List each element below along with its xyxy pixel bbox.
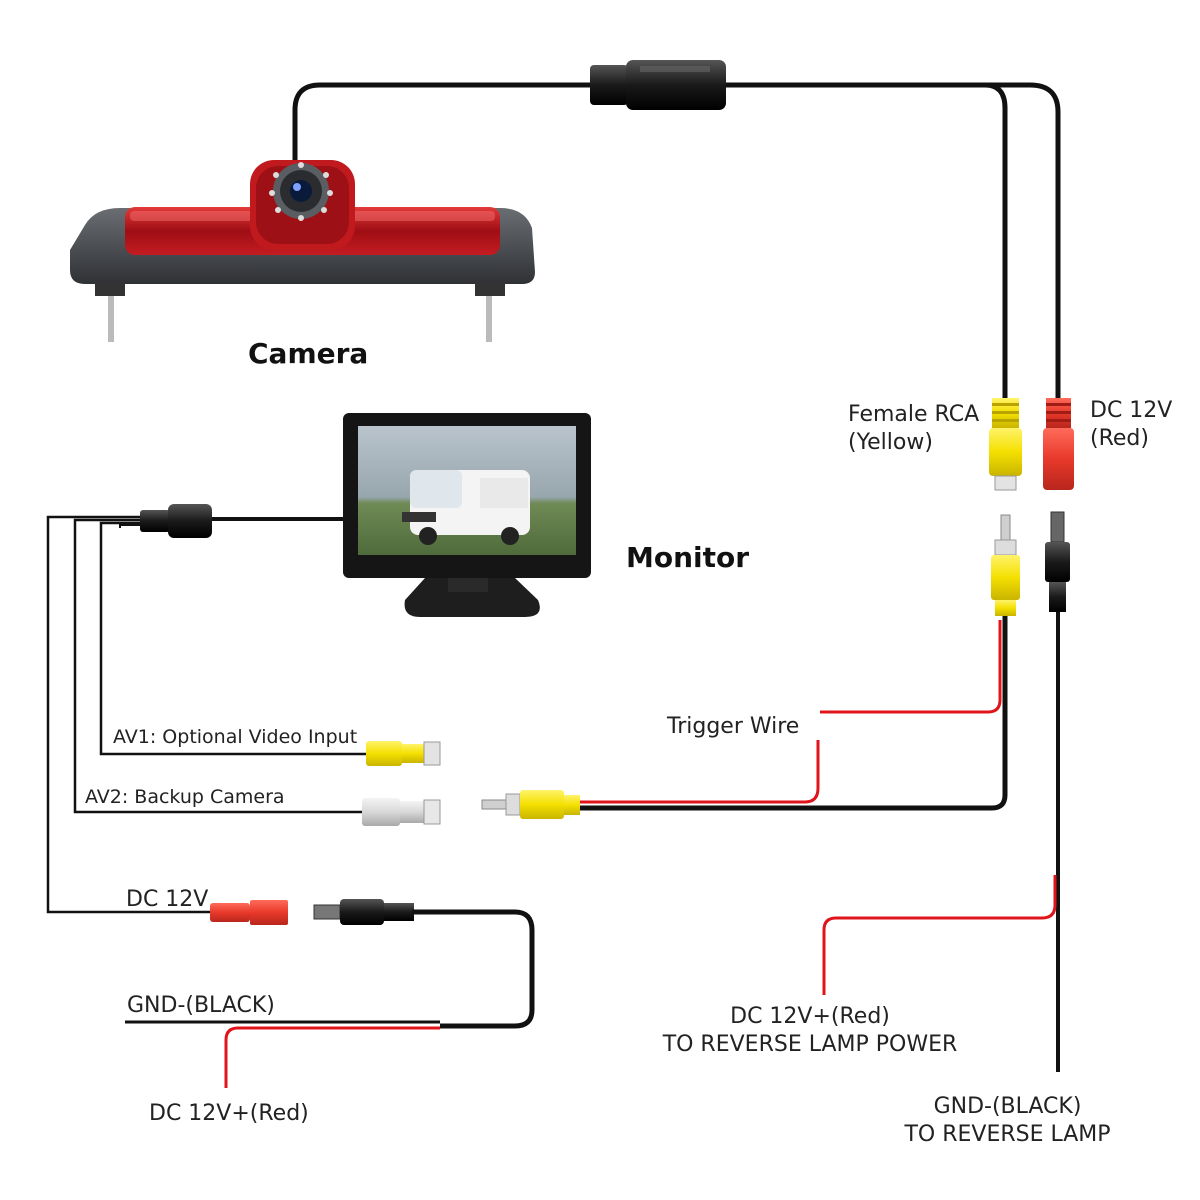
video-cable-to-monitor: [578, 616, 1008, 811]
trigger-wire-label: Trigger Wire: [667, 714, 800, 739]
camera-label: Camera: [248, 337, 369, 370]
harness-wire-av1: [99, 521, 368, 756]
dc12v-top-label-line2: (Red): [1090, 425, 1149, 451]
power-cable-left: [412, 909, 535, 1029]
reverse-lamp-gnd-line1: GND-(BLACK): [933, 1094, 1082, 1119]
trigger-wire-red-upper: [820, 620, 1002, 714]
camera-cable-yellow-branch: [960, 82, 1008, 398]
dc12v-red-female-plug-left: [210, 900, 288, 925]
camera-cable-black-branch: [725, 82, 1061, 398]
reverse-lamp-power-line2: TO REVERSE LAMP POWER: [662, 1031, 958, 1057]
dc12v-red-left-label: DC 12V+(Red): [149, 1101, 309, 1126]
reverse-lamp-gnd-line2: TO REVERSE LAMP: [904, 1121, 1111, 1147]
female-rca-label-line2: (Yellow): [848, 429, 933, 455]
female-rca-label-line1: Female RCA: [848, 402, 980, 427]
harness-wire-dc12v: [46, 515, 212, 914]
male-rca-yellow-av2-plug: [481, 790, 580, 819]
dc-red-to-reverse-lamp-power: [822, 875, 1057, 995]
gnd-left-label: GND-(BLACK): [127, 993, 275, 1018]
reverse-lamp-power-line1: DC 12V+(Red): [730, 1004, 890, 1029]
av1-label: AV1: Optional Video Input: [113, 726, 358, 748]
av2-white-female-rca: [362, 798, 441, 826]
reverse-lamp-power-label: DC 12V+(Red) TO REVERSE LAMP POWER: [660, 1003, 960, 1058]
reverse-lamp-gnd-label: GND-(BLACK) TO REVERSE LAMP: [900, 1093, 1115, 1148]
male-rca-yellow-plug: [991, 514, 1020, 616]
av2-label: AV2: Backup Camera: [85, 786, 285, 808]
monitor-device: [343, 413, 591, 617]
camera-cable: [292, 82, 592, 160]
aviation-connector-top: [590, 60, 726, 110]
harness-wire-extra: [119, 524, 140, 528]
camera-brake-light-unit: [70, 160, 535, 342]
dc12v-top-label: DC 12V (Red): [1090, 397, 1172, 452]
aviation-connector-monitor: [140, 504, 212, 538]
dc-black-male-plug: [1045, 511, 1070, 612]
dc12v-top-label-line1: DC 12V: [1090, 398, 1173, 423]
av1-yellow-female-rca: [366, 741, 441, 766]
dc-black-male-plug-left: [313, 899, 414, 925]
harness-wire-av2: [73, 518, 362, 814]
female-rca-yellow-connector: [989, 398, 1022, 491]
dc12v-red-wire-left: [224, 1026, 440, 1088]
female-rca-label: Female RCA (Yellow): [848, 401, 979, 456]
dc12v-left-label: DC 12V: [126, 887, 209, 912]
dc-red-female-connector-top: [1043, 398, 1074, 490]
trigger-wire-red-lower: [578, 740, 820, 804]
monitor-label: Monitor: [626, 541, 750, 574]
